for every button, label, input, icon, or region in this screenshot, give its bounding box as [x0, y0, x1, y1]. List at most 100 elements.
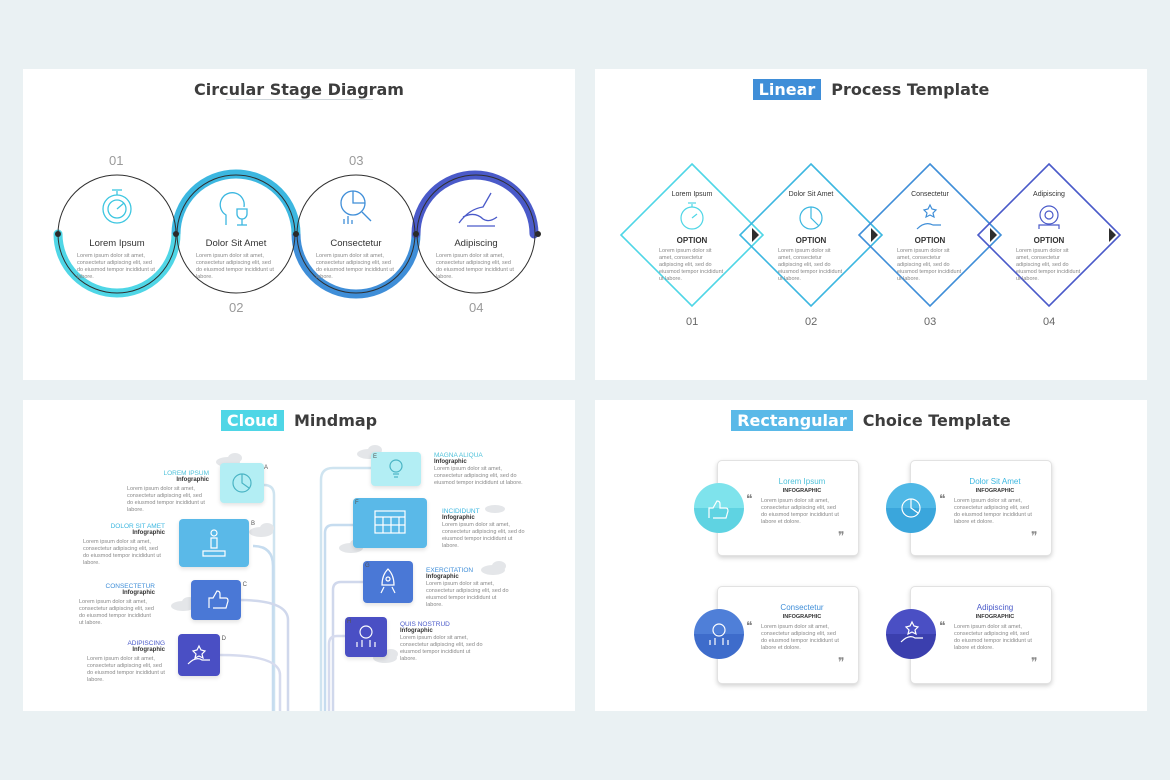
mindmap-sub: Infographic [132, 530, 165, 536]
step-number: 01 [686, 316, 699, 328]
title-rest: Choice Template [862, 411, 1011, 430]
mindmap-label: EXERCITATION [426, 567, 474, 574]
pie-chart-icon [232, 473, 252, 493]
mindmap-box-g: G [363, 561, 413, 603]
linear-process-graphic [619, 162, 1122, 308]
title-highlight: Cloud [220, 410, 284, 431]
svg-text:❝: ❝ [939, 619, 945, 633]
mindmap-label: QUIS NOSTRUD [400, 621, 450, 628]
step-body: Lorem ipsum dolor sit amet, consectetur … [659, 248, 724, 282]
mindmap-box-c: C [191, 580, 247, 620]
svg-text:❞: ❞ [838, 529, 844, 543]
box-letter: A [263, 465, 268, 471]
choice-sub: INFOGRAPHIC [975, 488, 1015, 494]
choice-sub: INFOGRAPHIC [782, 614, 822, 620]
stage-number: 03 [349, 153, 364, 168]
bulb-icon [389, 459, 403, 478]
rocket-icon [380, 568, 396, 594]
title-highlight: Rectangular [731, 410, 853, 431]
box-letter: C [242, 582, 247, 588]
mindmap-box-h: H [345, 617, 387, 657]
step-option: OPTION [795, 236, 827, 245]
mindmap-body: Lorem ipsum dolor sit amet, consectetur … [127, 486, 205, 513]
svg-text:❝: ❝ [939, 492, 945, 506]
panel-circular-stage: Circular Stage Diagram 01 02 0 [23, 69, 575, 380]
stage-body: Lorem ipsum dolor sit amet, consectetur … [196, 253, 274, 280]
box-letter: E [373, 454, 378, 460]
mindmap-body: Lorem ipsum dolor sit amet, consectetur … [79, 599, 154, 626]
step-body: Lorem ipsum dolor sit amet, consectetur … [1016, 248, 1081, 282]
box-letter: D [221, 636, 226, 642]
svg-text:❝: ❝ [746, 492, 752, 506]
award-person-icon [219, 192, 248, 226]
step-number: 02 [805, 316, 818, 328]
mindmap-label: INCIDIDUNT [442, 508, 480, 515]
svg-text:❝: ❝ [746, 619, 752, 633]
stage-label: Adipiscing [454, 238, 498, 249]
stage-label: Dolor Sit Amet [205, 238, 267, 249]
mindmap-body: Lorem ipsum dolor sit amet, consectetur … [400, 635, 483, 662]
mindmap-label: ADIPISCING [127, 640, 165, 647]
step-option: OPTION [1033, 236, 1065, 245]
mindmap-body: Lorem ipsum dolor sit amet, consectetur … [442, 522, 525, 549]
mindmap-sub: Infographic [434, 459, 467, 465]
stage-label: Lorem Ipsum [89, 238, 145, 249]
calendar-icon [374, 510, 406, 534]
panel-title: Cloud Mindmap [23, 410, 575, 431]
mindmap-box-d: D [178, 634, 226, 676]
box-letter: H [347, 619, 352, 625]
stopwatch-icon [102, 189, 132, 224]
mindmap-sub: Infographic [442, 515, 475, 521]
mindmap-sub: Infographic [426, 574, 459, 580]
step-option: OPTION [676, 236, 708, 245]
mindmap-box-a: A [220, 463, 268, 503]
gear-people-icon [1038, 205, 1060, 229]
team-icon [709, 623, 729, 645]
stopwatch-icon [680, 202, 704, 230]
choice-sub: INFOGRAPHIC [782, 488, 822, 494]
title-rest: Mindmap [293, 411, 378, 430]
pie-chart-icon [799, 206, 823, 230]
title-highlight: Linear [752, 79, 822, 100]
mindmap-sub: Infographic [400, 628, 433, 634]
mindmap-box-e: E [371, 452, 421, 486]
step-label: Dolor Sit Amet [788, 191, 834, 198]
choice-body: Lorem ipsum dolor sit amet, consectetur … [954, 498, 1032, 525]
panel-title: Circular Stage Diagram [194, 80, 404, 99]
stage-body: Lorem ipsum dolor sit amet, consectetur … [77, 253, 155, 280]
mindmap-body: Lorem ipsum dolor sit amet, consectetur … [434, 466, 523, 486]
chart-magnifier-icon [340, 190, 372, 224]
mindmap-box-b: B [179, 519, 255, 567]
step-label: Lorem Ipsum [671, 191, 713, 198]
thumbs-up-icon [708, 500, 729, 519]
title-underline [226, 99, 373, 100]
mindmap-body: Lorem ipsum dolor sit amet, consectetur … [83, 539, 161, 566]
choice-graphic: ❝❞ ❝❞ ❝❞ ❝❞ [694, 483, 1037, 669]
hand-star-icon [916, 203, 941, 230]
mindmap-body: Lorem ipsum dolor sit amet, consectetur … [426, 581, 509, 608]
step-label: Consectetur [911, 191, 949, 198]
choice-body: Lorem ipsum dolor sit amet, consectetur … [954, 624, 1032, 651]
choice-label: Adipiscing [976, 603, 1014, 612]
mindmap-sub: Infographic [122, 590, 155, 596]
choice-sub: INFOGRAPHIC [975, 614, 1015, 620]
box-letter: B [250, 521, 255, 527]
panel-title: Rectangular Choice Template [595, 410, 1147, 431]
hand-pen-icon [458, 192, 498, 227]
hand-star-icon [187, 644, 210, 665]
team-icon [356, 625, 376, 647]
circular-stage-graphic [53, 169, 541, 299]
choice-label: Consectetur [780, 603, 824, 612]
svg-text:❞: ❞ [1031, 529, 1037, 543]
box-letter: F [355, 500, 359, 506]
step-option: OPTION [914, 236, 946, 245]
stage-label: Consectetur [330, 238, 382, 249]
stage-body: Lorem ipsum dolor sit amet, consectetur … [436, 253, 514, 280]
mindmap-label: CONSECTETUR [105, 583, 155, 590]
svg-text:❞: ❞ [838, 655, 844, 669]
stage-number: 01 [109, 153, 124, 168]
choice-body: Lorem ipsum dolor sit amet, consectetur … [761, 498, 839, 525]
choice-body: Lorem ipsum dolor sit amet, consectetur … [761, 624, 839, 651]
